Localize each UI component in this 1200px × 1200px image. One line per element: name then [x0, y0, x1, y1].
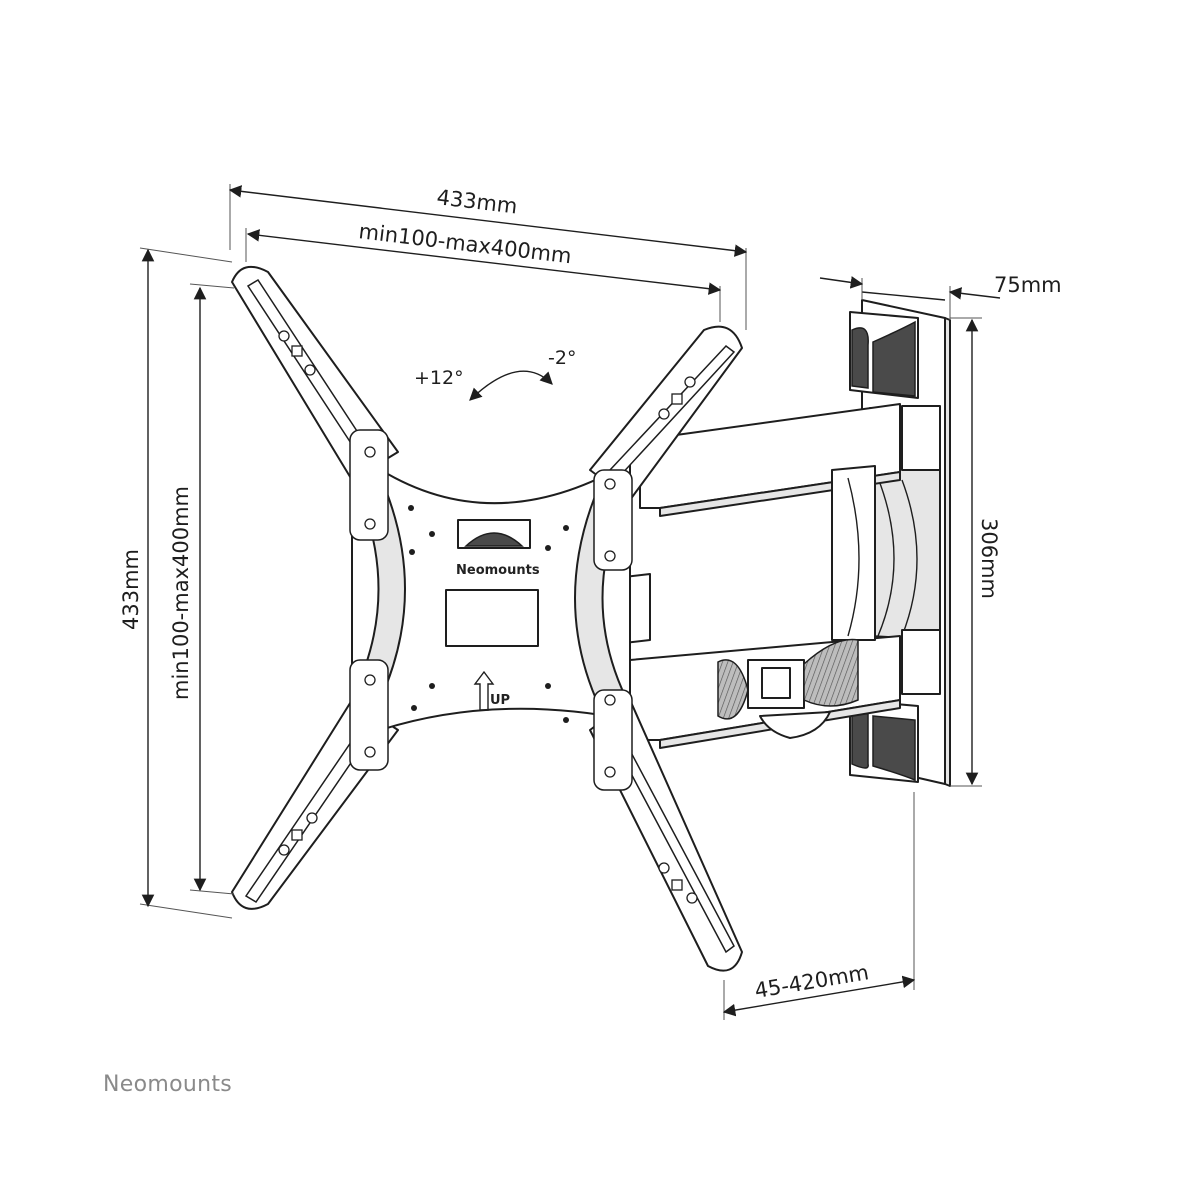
brand-logo: Neomounts [103, 1072, 233, 1097]
dim-overall-height-label: 433mm [119, 549, 143, 630]
dim-overall-height: 433mm [119, 247, 233, 919]
tv-adapter-plate: Neomounts UP [231, 265, 743, 972]
plate-brand-label: Neomounts [456, 563, 540, 578]
dim-vesa-width: min100-max400mm [245, 219, 722, 322]
dim-wall-plate-depth-label: 75mm [994, 273, 1062, 297]
dim-overall-width-label: 433mm [435, 185, 518, 218]
dim-wall-plate-height: 306mm [950, 317, 1001, 787]
up-label: UP [490, 693, 510, 708]
dim-vesa-height: min100-max400mm [169, 283, 235, 895]
dim-vesa-width-label: min100-max400mm [357, 219, 572, 268]
tilt-indicator: +12° -2° [414, 347, 576, 401]
dim-extension-range: 45-420mm [722, 792, 916, 1020]
tilt-backward-label: -2° [548, 347, 576, 369]
dim-wall-plate-depth: 75mm [819, 273, 1062, 320]
tilt-arc-arrow-icon [469, 370, 553, 401]
dim-vesa-height-label: min100-max400mm [169, 486, 193, 700]
dim-wall-plate-height-label: 306mm [977, 518, 1001, 599]
tilt-forward-label: +12° [414, 367, 464, 389]
extension-arm [597, 403, 901, 749]
up-arrow-icon [473, 670, 495, 711]
